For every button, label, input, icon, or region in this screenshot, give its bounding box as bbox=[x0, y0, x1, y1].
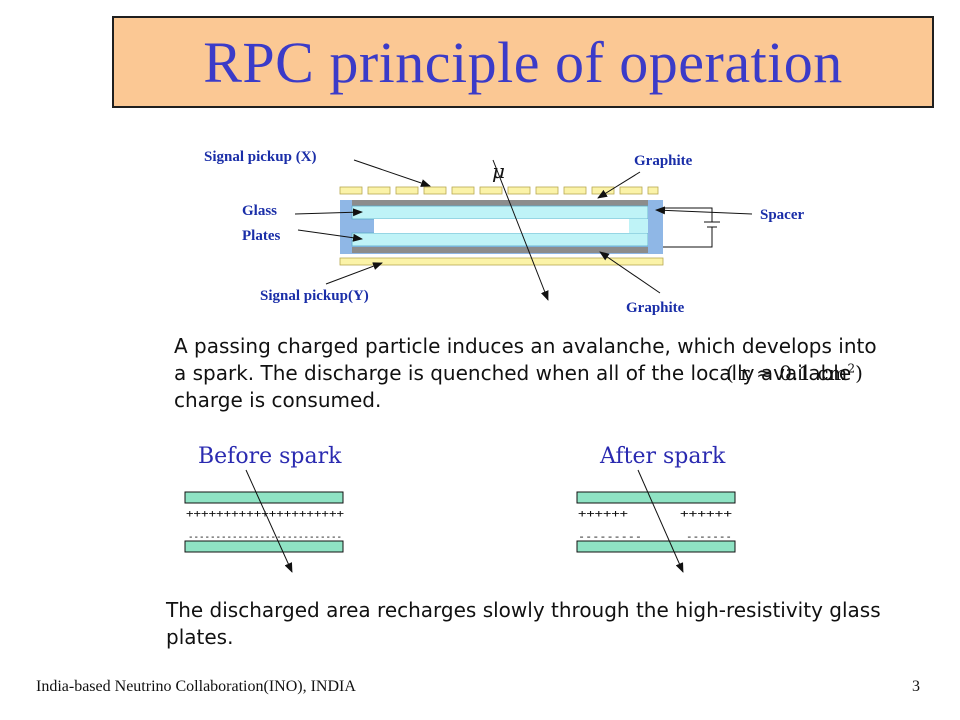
area-formula: ( r ≈ 0.1 cm2) bbox=[726, 361, 863, 385]
after-plus-left: ++++++ bbox=[578, 507, 628, 520]
formula-exponent: 2 bbox=[847, 361, 856, 376]
after-track bbox=[637, 469, 684, 573]
after-top-plate bbox=[576, 491, 736, 504]
arrow-pickup-y bbox=[325, 262, 383, 285]
arrow-graphite-top bbox=[597, 171, 641, 199]
arrow-graphite-bottom bbox=[599, 251, 661, 294]
footer-organization: India-based Neutrino Collaboration(INO),… bbox=[36, 678, 356, 695]
before-top-plate bbox=[184, 491, 344, 504]
after-minus-right: ------- bbox=[686, 530, 732, 543]
after-spark-caption: After spark bbox=[600, 444, 726, 469]
slide-title: RPC principle of operation bbox=[203, 29, 843, 95]
pickup-strips-x bbox=[339, 186, 659, 195]
label-plates: Plates bbox=[242, 228, 280, 244]
formula-body: ( r ≈ 0.1 cm bbox=[726, 361, 848, 385]
label-glass: Glass bbox=[242, 203, 277, 219]
hv-circuit bbox=[663, 207, 720, 248]
after-plus-right: ++++++ bbox=[680, 507, 732, 520]
before-bottom-plate bbox=[184, 540, 344, 553]
after-bottom-plate bbox=[576, 540, 736, 553]
arrow-spacer bbox=[655, 206, 753, 215]
title-box: RPC principle of operation bbox=[112, 16, 934, 108]
after-minus-left: --------- bbox=[578, 530, 642, 543]
rpc-chamber bbox=[340, 200, 663, 254]
muon-track bbox=[492, 159, 549, 301]
label-signal-pickup-x: Signal pickup (X) bbox=[204, 149, 317, 165]
before-spark-caption: Before spark bbox=[198, 444, 342, 469]
paragraph-recharge: The discharged area recharges slowly thr… bbox=[166, 598, 881, 649]
page-number: 3 bbox=[912, 678, 920, 695]
arrow-glass-top bbox=[294, 208, 363, 217]
label-graphite-bottom: Graphite bbox=[626, 300, 685, 316]
before-spark-diagram: +++++++++++++++++++++ ------------------… bbox=[184, 469, 344, 573]
before-minus-charges: ---------------------------- bbox=[188, 530, 342, 543]
paragraph-avalanche: A passing charged particle induces an av… bbox=[174, 334, 877, 412]
arrow-pickup-x bbox=[353, 159, 431, 187]
pickup-strip-y bbox=[339, 257, 664, 266]
formula-close: ) bbox=[855, 361, 863, 385]
before-track bbox=[245, 469, 293, 573]
muon-symbol: μ bbox=[492, 159, 505, 183]
arrow-glass-bottom bbox=[297, 229, 363, 242]
label-signal-pickup-y: Signal pickup(Y) bbox=[260, 288, 369, 304]
label-graphite-top: Graphite bbox=[634, 153, 693, 169]
after-spark-diagram: ++++++ ++++++ --------- ------- bbox=[576, 469, 736, 573]
label-spacer: Spacer bbox=[760, 207, 805, 223]
